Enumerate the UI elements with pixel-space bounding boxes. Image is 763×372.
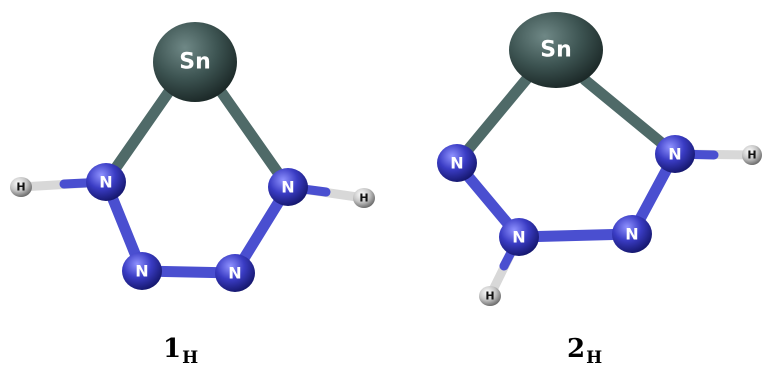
atom-sn: Sn [153,22,237,102]
atom-n-bottom-right: N [215,254,255,292]
caption-main: 1 [163,334,182,364]
atom-n-left-label: N [99,173,112,192]
molecule-1h: Sn N N N N H H [10,22,375,292]
bonds-2h [451,69,758,301]
atom-n-left: N [86,163,126,201]
caption-subscript: H [586,348,603,368]
atom-h-left: H [10,177,32,197]
atom-n-right: N [655,135,695,173]
atom-n-bottom-right-label: N [625,225,638,244]
molecule-2h-caption: 2H [567,336,602,367]
bonds-1h [16,87,369,279]
atom-sn-label: Sn [179,50,211,75]
atom-n-bottom-left-label: N [512,228,525,247]
atom-n-left: N [437,144,477,182]
atom-h-bottom: H [479,286,501,306]
atom-h-right: H [353,188,375,208]
atom-h-left-label: H [16,181,25,194]
molecule-2h: Sn N N N N H H [437,12,762,306]
atom-sn-label: Sn [540,38,572,63]
atom-n-right: N [268,168,308,206]
caption-main: 2 [567,334,586,364]
atom-h-right: H [742,145,762,165]
molecule-1h-caption: 1H [163,336,198,367]
atom-h-right-label: H [747,149,756,162]
atom-n-bottom-left-label: N [135,262,148,281]
atom-n-bottom-right: N [612,215,652,253]
atom-n-right-label: N [668,145,681,164]
atom-h-bottom-label: H [485,290,494,303]
atom-n-bottom-left: N [122,252,162,290]
atom-h-right-label: H [359,192,368,205]
caption-subscript: H [182,348,199,368]
atom-sn: Sn [509,12,603,88]
atom-n-right-label: N [281,178,294,197]
atom-n-bottom-right-label: N [228,264,241,283]
atom-n-left-label: N [450,154,463,173]
atom-n-bottom-left: N [499,218,539,256]
